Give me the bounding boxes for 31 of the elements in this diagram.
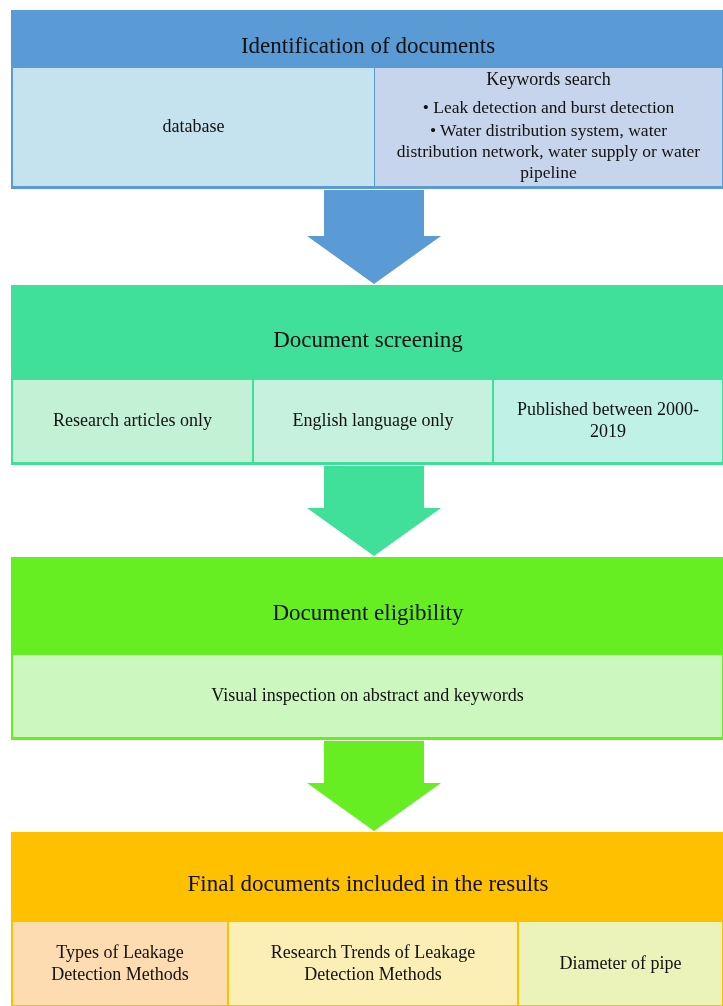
criteria-box bbox=[494, 380, 722, 462]
block-arrow bbox=[307, 190, 441, 284]
criteria-text: Published between 2000-2019 bbox=[516, 399, 700, 443]
stage-title: Identification of documents bbox=[240, 32, 496, 59]
criteria-box bbox=[375, 68, 722, 186]
criteria-text: Research articles only bbox=[53, 410, 212, 432]
bullet-item: • Water distribution system, water distribution network, water supply or water pipeline bbox=[395, 119, 702, 183]
block-arrow bbox=[307, 741, 441, 831]
stage-panel bbox=[11, 557, 723, 740]
criteria-box bbox=[229, 922, 517, 1005]
criteria-text: Keywords search bbox=[486, 69, 611, 91]
criteria-text: database bbox=[162, 116, 225, 138]
stage-panel bbox=[11, 10, 723, 189]
criteria-box bbox=[254, 380, 492, 462]
stage-panel bbox=[11, 285, 723, 465]
stage-title: Final documents included in the results bbox=[187, 870, 549, 897]
criteria-box bbox=[13, 655, 722, 737]
criteria-text: Research Trends of Leakage Detection Methods bbox=[269, 941, 477, 986]
criteria-text: Diameter of pipe bbox=[559, 952, 682, 975]
criteria-text: Types of Leakage Detection Methods bbox=[50, 941, 190, 986]
criteria-text: Visual inspection on abstract and keywords bbox=[211, 685, 524, 707]
criteria-text: English language only bbox=[292, 410, 454, 432]
criteria-box bbox=[13, 68, 374, 186]
stage-panel bbox=[11, 832, 723, 1006]
stage-title: Document screening bbox=[273, 325, 463, 353]
stage-title: Document eligibility bbox=[272, 599, 464, 626]
criteria-box bbox=[519, 922, 722, 1005]
block-arrow bbox=[307, 466, 441, 556]
bullet-item: • Leak detection and burst detection bbox=[421, 96, 676, 118]
criteria-box bbox=[13, 380, 252, 462]
criteria-box bbox=[13, 922, 227, 1005]
